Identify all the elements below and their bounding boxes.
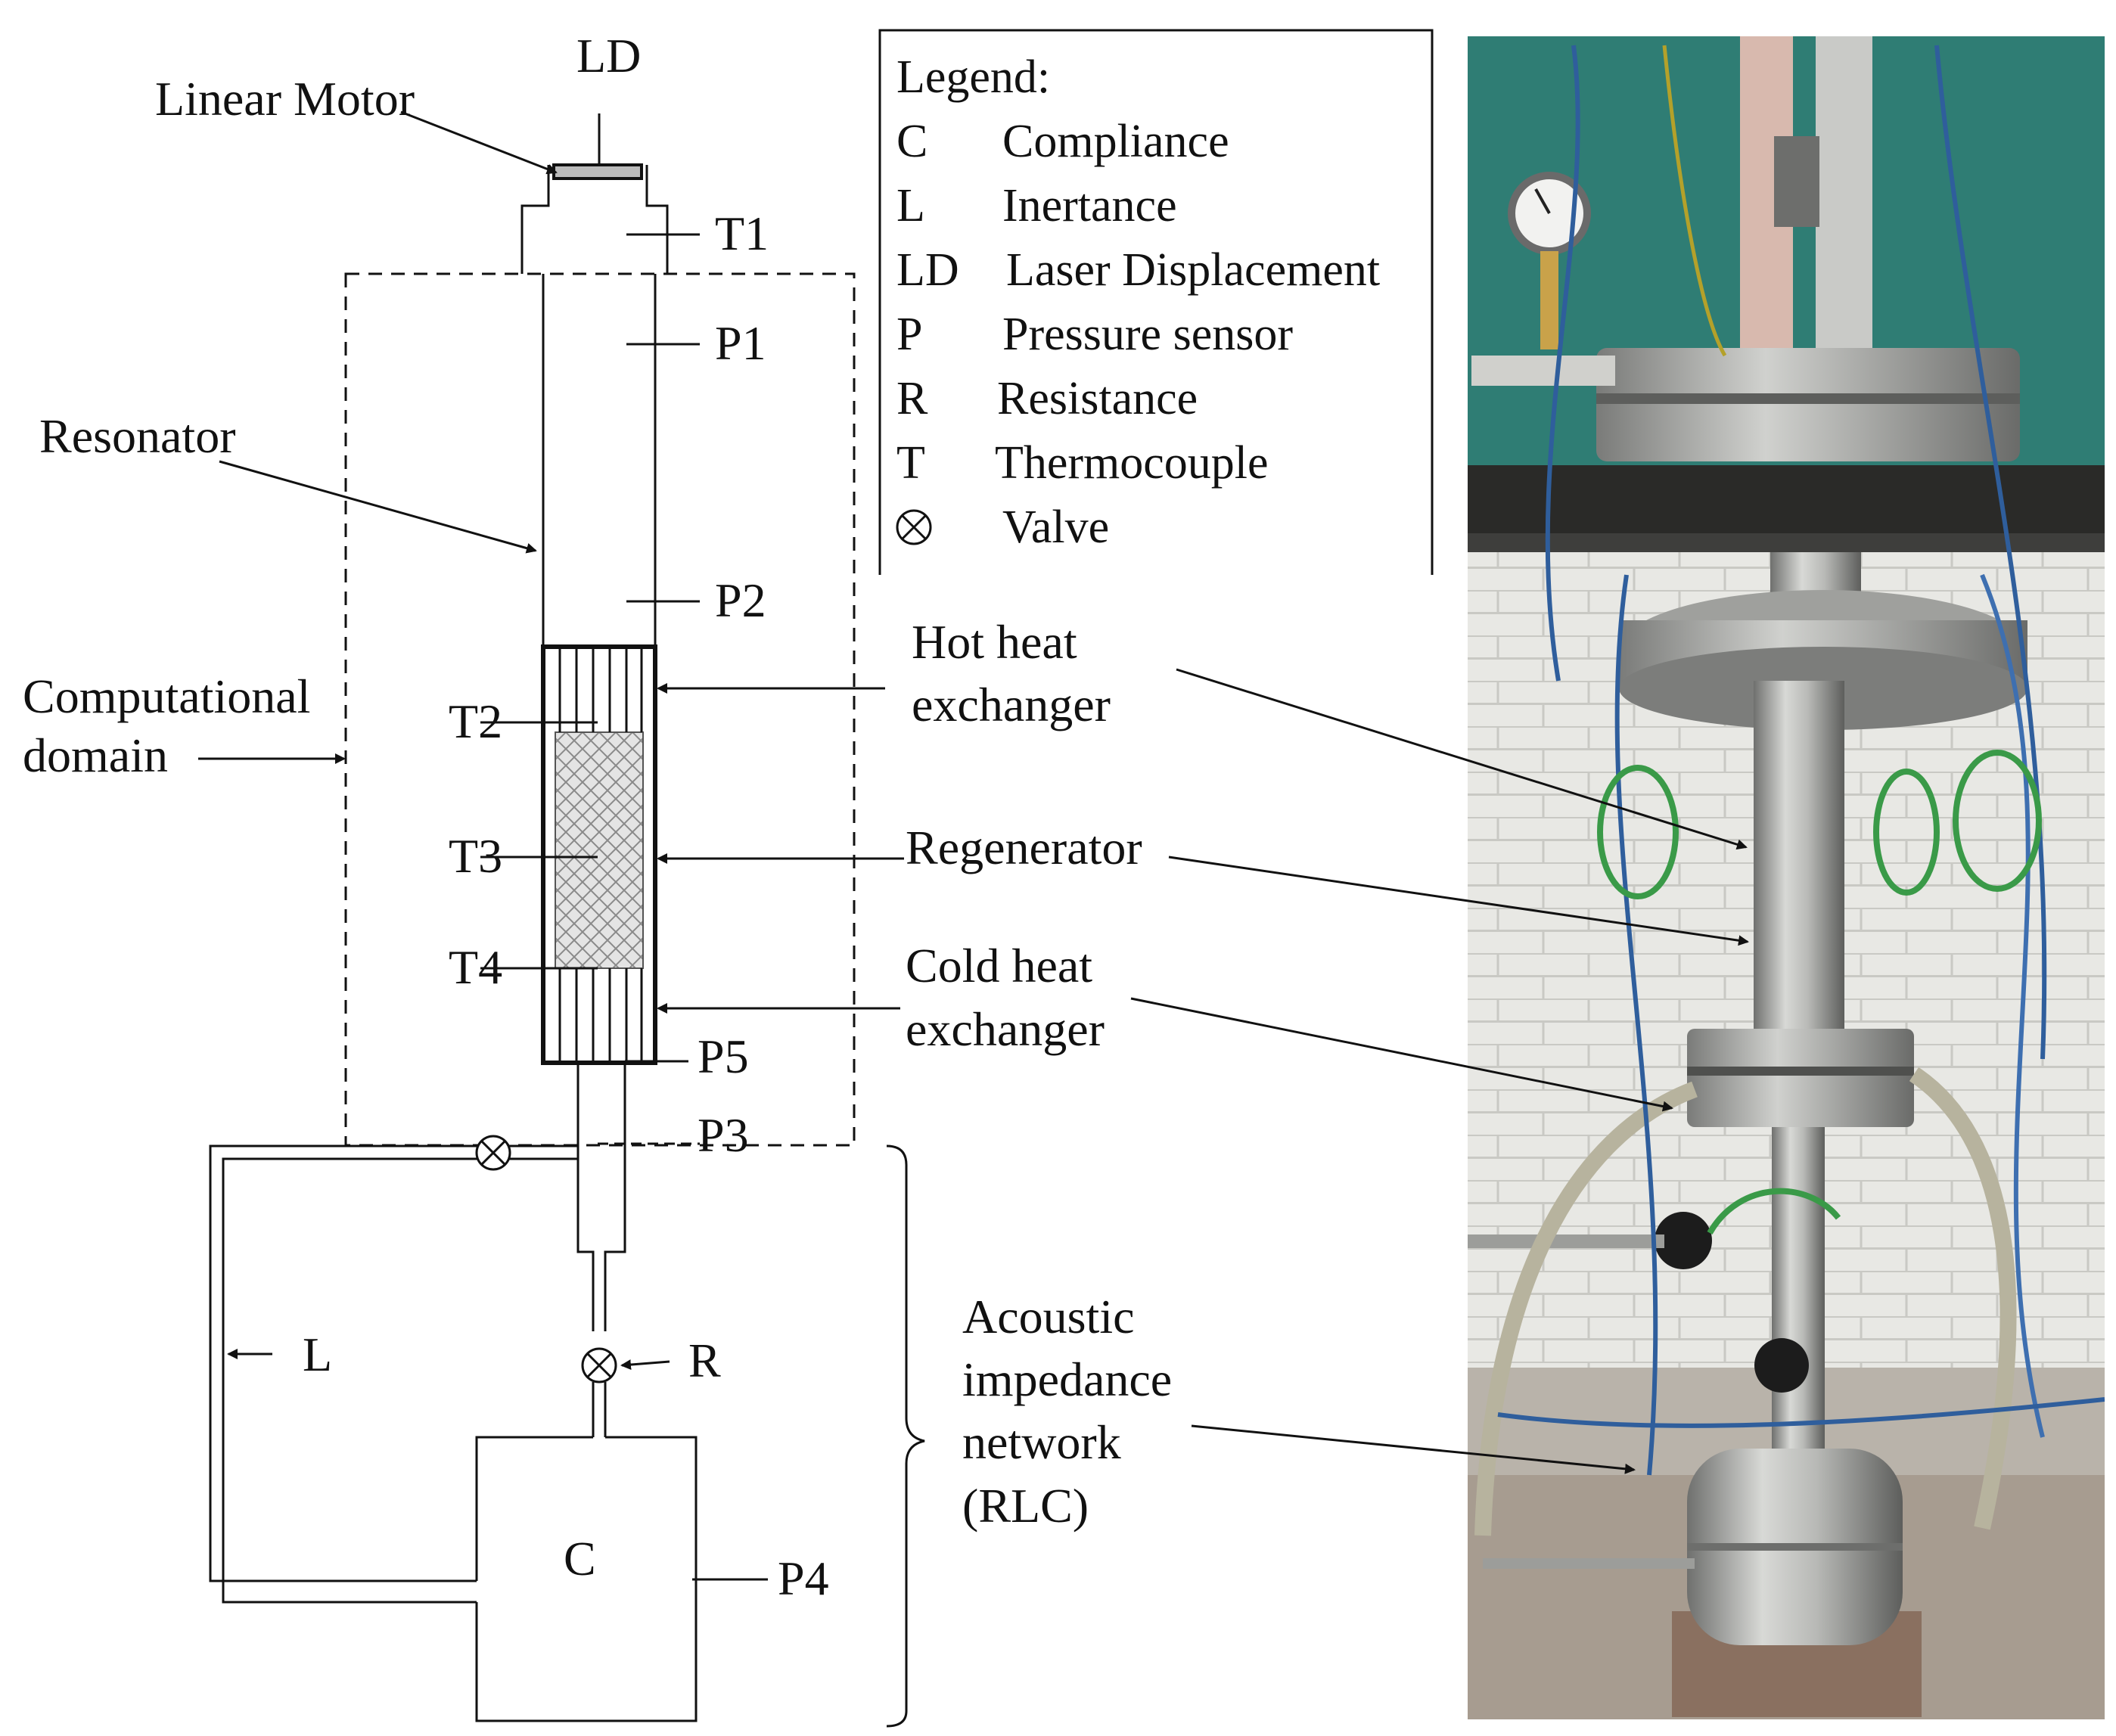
legend-text-r: Resistance [997,373,1198,424]
label-hot-2: exchanger [912,678,1111,731]
schematic: LD Linear Motor T1 P1 Resonator P2 Compu… [23,29,1172,1728]
label-r: R [688,1334,721,1387]
legend-key-l: L [896,180,925,231]
label-p2: P2 [715,573,766,627]
legend-key-ld: LD [896,244,959,296]
legend-text-l: Inertance [1002,180,1177,231]
legend: Legend: C Compliance L Inertance LD Lase… [878,29,1434,575]
label-p3: P3 [698,1108,749,1162]
regenerator-mesh [555,731,644,969]
label-acoustic-2: impedance [962,1352,1172,1406]
legend-key-r: R [896,373,928,424]
legend-text-valve: Valve [1002,502,1109,553]
label-t4: T4 [449,940,502,994]
label-ld: LD [576,29,641,82]
computational-domain-box [344,272,856,1147]
rlc-bracket [886,1144,925,1728]
label-t2: T2 [449,694,502,748]
label-hot-1: Hot heat [912,615,1077,669]
label-acoustic-1: Acoustic [962,1290,1135,1343]
legend-text-c: Compliance [1002,116,1229,167]
legend-text-p: Pressure sensor [1002,309,1293,360]
cold-hx-fins [558,968,643,1063]
label-computational-2: domain [23,728,168,782]
linear-motor-shape [552,163,643,180]
label-computational-1: Computational [23,669,310,723]
label-acoustic-3: network [962,1415,1121,1469]
legend-key-c: C [896,116,927,167]
valve-icon [896,509,932,545]
label-l: L [303,1328,332,1381]
legend-key-p: P [896,309,922,360]
label-c: C [564,1532,596,1585]
legend-key-t: T [896,437,925,489]
label-linear-motor: Linear Motor [155,72,415,126]
apparatus-photo [1130,36,2105,1719]
label-p5: P5 [698,1029,749,1083]
label-t1: T1 [715,207,769,260]
hot-hx-fins [558,647,643,732]
legend-text-ld: Laser Displacement [1006,244,1380,296]
label-cold-2: exchanger [906,1002,1105,1056]
label-acoustic-4: (RLC) [962,1479,1089,1533]
legend-text-t: Thermocouple [995,437,1269,489]
label-cold-1: Cold heat [906,939,1092,992]
label-p1: P1 [715,316,766,370]
label-resonator: Resonator [39,409,236,463]
hx-block [541,644,657,1065]
label-t3: T3 [449,829,502,883]
label-p4: P4 [778,1551,829,1605]
legend-title: Legend: [896,51,1050,103]
label-regenerator: Regenerator [906,821,1142,874]
